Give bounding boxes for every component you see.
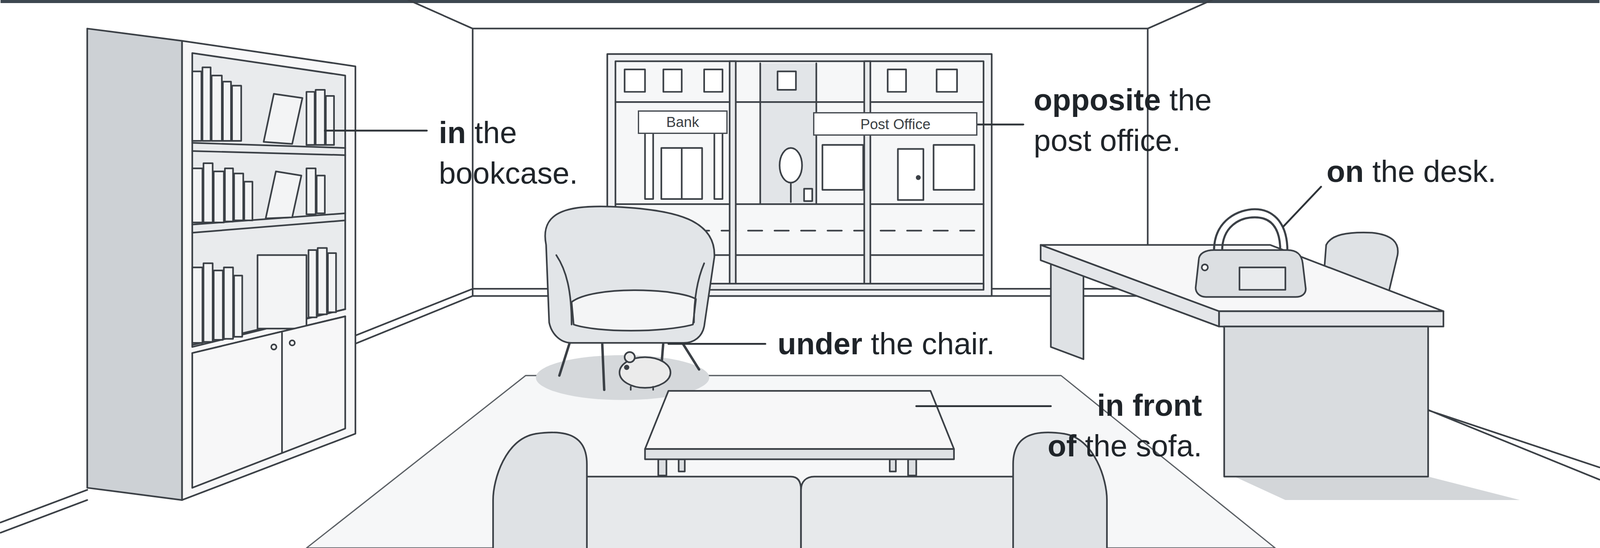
- desk-pedestal: [1224, 326, 1429, 477]
- rug: [306, 375, 1276, 548]
- post-office-facade: [822, 144, 974, 200]
- hamster-eye: [624, 365, 629, 369]
- top-bar: [0, 0, 1600, 4]
- preposition: on: [1326, 154, 1365, 189]
- window-mullion: [864, 61, 871, 288]
- armchair-seat: [571, 289, 696, 331]
- building-windows: [624, 69, 957, 92]
- bookcase-side: [87, 28, 183, 500]
- bookcase-doors: [192, 316, 346, 488]
- room-lines: [0, 0, 1600, 533]
- table-legs: [658, 459, 917, 476]
- tree-trunk: [789, 182, 792, 202]
- books: [192, 163, 325, 223]
- street-bin: [803, 188, 813, 201]
- bag-pocket: [1239, 267, 1286, 290]
- sign-board: Post Office: [813, 112, 978, 136]
- hamster-ear: [624, 351, 635, 362]
- bag-handles: [1214, 208, 1288, 251]
- sofa-arm: [493, 432, 587, 548]
- sign-text: Bank: [666, 114, 699, 130]
- leader-line: [324, 129, 427, 132]
- armchair-arms: [556, 255, 705, 325]
- window-mullion: [729, 61, 736, 288]
- desk-top: [1040, 244, 1444, 311]
- hamster-paws: [630, 386, 654, 390]
- sign-board: Bank: [637, 110, 728, 134]
- table-top: [644, 390, 954, 449]
- preposition: in: [438, 115, 466, 150]
- callout-label: onthe desk.: [1326, 151, 1593, 192]
- bookcase-back: [192, 53, 346, 348]
- callout-text: the sofa.: [1085, 428, 1203, 463]
- preposition: under: [777, 326, 863, 361]
- leader-line: [668, 342, 766, 345]
- callout-label: underthe chair.: [777, 323, 1084, 365]
- leader-line: [916, 405, 1052, 407]
- leader-line: [977, 123, 1024, 126]
- table-edge: [644, 448, 954, 459]
- bookcase-front: [182, 40, 356, 501]
- door-knob: [271, 343, 277, 350]
- leader-line: [1283, 186, 1322, 227]
- door-knob: [289, 340, 295, 346]
- door-knob: [916, 175, 920, 179]
- preposition: opposite: [1033, 82, 1161, 117]
- armchair-shell: [544, 206, 715, 343]
- callout-text: the chair.: [871, 326, 995, 361]
- callout-label: oppositethe post office.: [1033, 79, 1238, 161]
- tree: [779, 147, 802, 183]
- desk-front: [1218, 310, 1444, 327]
- callout-label: in front ofthe sofa.: [1023, 384, 1203, 467]
- sign-text: Post Office: [860, 116, 931, 132]
- callout-text: the desk.: [1372, 154, 1497, 189]
- bag: [1195, 249, 1307, 297]
- bag-clip: [1201, 264, 1209, 271]
- desk-shadow: [1234, 476, 1520, 500]
- books: [192, 67, 334, 145]
- bank-facade: [644, 132, 723, 199]
- callout-label: inthe bookcase.: [438, 112, 602, 194]
